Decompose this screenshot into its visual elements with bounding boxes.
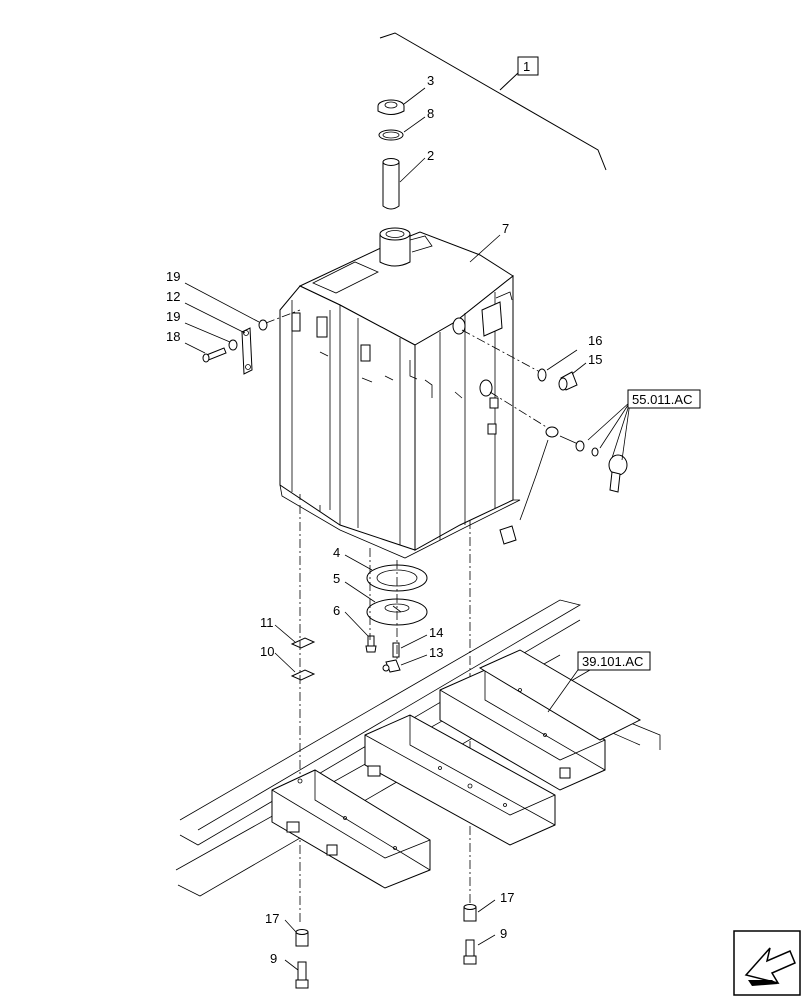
filler-cap[interactable] <box>377 99 405 115</box>
callout-4: 4 <box>333 545 340 560</box>
assembly-bracket: 1 <box>379 32 607 171</box>
fuel-tank[interactable] <box>279 227 521 559</box>
callout-17b: 17 <box>500 890 514 905</box>
level-sender[interactable] <box>499 426 628 545</box>
callout-10: 10 <box>260 644 274 659</box>
callout-9b: 9 <box>500 926 507 941</box>
callout-19a: 19 <box>166 269 180 284</box>
callout-17a: 17 <box>265 911 279 926</box>
fitting-14[interactable] <box>392 642 400 658</box>
shim-11[interactable] <box>290 637 316 649</box>
callout-19b: 19 <box>166 309 180 324</box>
washer-19-lower[interactable] <box>228 339 238 351</box>
callout-15: 15 <box>588 352 602 367</box>
bolt-9-left[interactable] <box>295 961 309 989</box>
filler-tube[interactable] <box>382 158 400 210</box>
callout-18: 18 <box>166 329 180 344</box>
mounting-bolt-18[interactable] <box>202 347 227 363</box>
strap-12[interactable] <box>241 327 253 375</box>
seal-ring[interactable] <box>378 129 404 141</box>
washer-19-upper[interactable] <box>258 319 268 331</box>
ref-39-label: 39.101.AC <box>582 654 643 669</box>
callout-2: 2 <box>427 148 434 163</box>
callout-9a: 9 <box>270 951 277 966</box>
callout-5: 5 <box>333 571 340 586</box>
callout-12: 12 <box>166 289 180 304</box>
shim-10[interactable] <box>290 669 316 681</box>
assembly-ref-box[interactable] <box>517 56 539 76</box>
bolt-6[interactable] <box>365 635 377 653</box>
ref-box-39[interactable] <box>577 651 651 671</box>
callout-6: 6 <box>333 603 340 618</box>
callout-7: 7 <box>502 221 509 236</box>
upper-frame <box>175 599 661 897</box>
ref-box-55[interactable] <box>627 389 701 409</box>
plug-15[interactable] <box>558 371 578 391</box>
callout-11: 11 <box>260 615 274 630</box>
spacer-17-left[interactable] <box>295 929 309 947</box>
callout-3: 3 <box>427 73 434 88</box>
callout-16: 16 <box>588 333 602 348</box>
assembly-ref-label: 1 <box>523 59 530 74</box>
elbow-13[interactable] <box>382 659 401 673</box>
bolt-9-right[interactable] <box>463 939 477 965</box>
arrow-left-icon[interactable] <box>733 930 801 996</box>
o-ring-16[interactable] <box>537 368 547 382</box>
callout-8: 8 <box>427 106 434 121</box>
spacer-17-right[interactable] <box>463 904 477 922</box>
callout-13: 13 <box>429 645 443 660</box>
ref-55-label: 55.011.AC <box>632 392 692 407</box>
callout-14: 14 <box>429 625 443 640</box>
